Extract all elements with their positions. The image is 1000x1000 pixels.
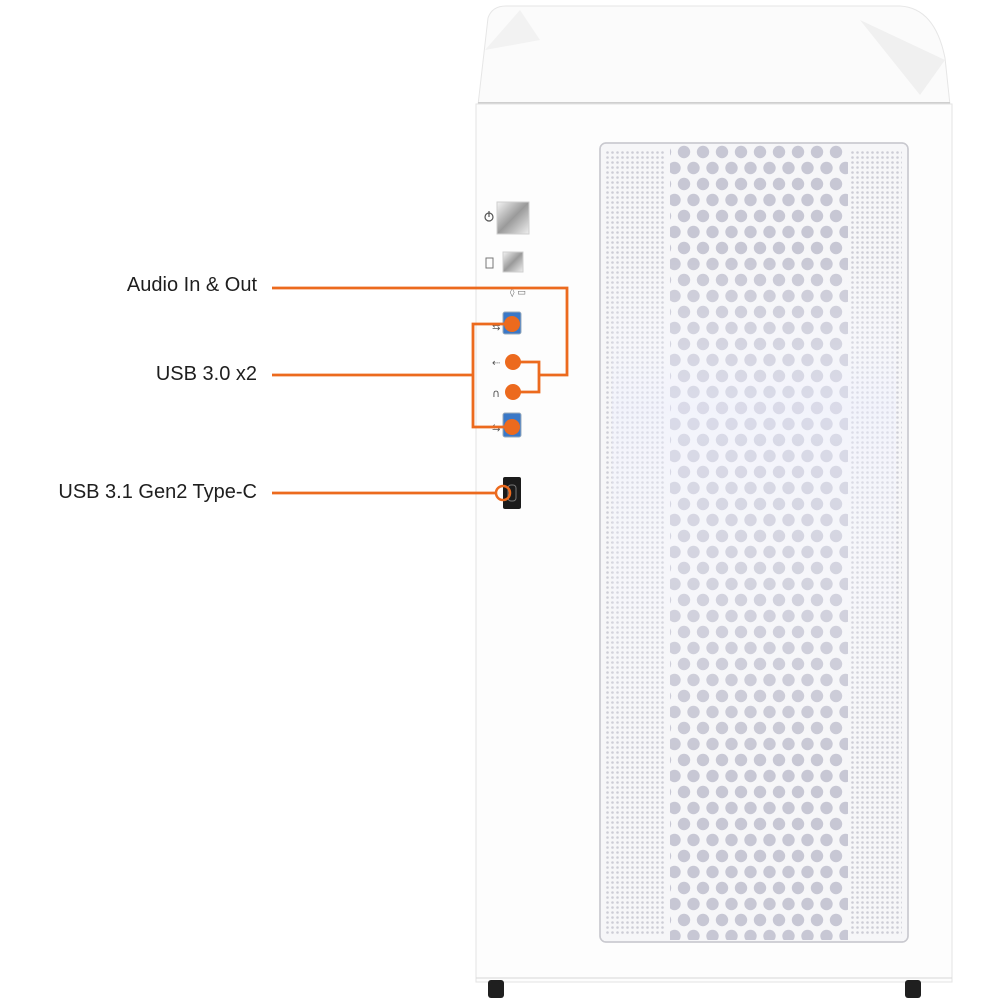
mic-marker <box>505 354 521 370</box>
power-icon <box>484 211 494 222</box>
usb-icon: ⇆ <box>492 423 500 434</box>
callout-label-audio: Audio In & Out <box>126 274 257 296</box>
front-mesh-panel <box>599 142 909 943</box>
callout-label-usb30: USB 3.0 x2 <box>155 363 257 385</box>
usb-c-marker <box>494 484 512 502</box>
microphone-icon: ⇠ <box>492 358 501 369</box>
top-handle <box>477 5 951 106</box>
callout-dots <box>494 316 521 502</box>
headphone-marker <box>505 384 521 400</box>
usb-c-icon <box>507 484 517 502</box>
reset-icon <box>485 257 494 269</box>
usb-top-marker <box>504 316 520 332</box>
callout-label-usbc: USB 3.1 Gen2 Type-C <box>58 481 257 503</box>
usb-c-port[interactable] <box>503 477 521 509</box>
indicator-icons: ◊ ▭ <box>510 287 526 298</box>
usb-icon: ⇆ <box>492 322 500 333</box>
headphone-icon: ∩ <box>492 387 500 400</box>
power-button[interactable] <box>496 201 530 235</box>
case-feet <box>488 980 921 998</box>
usb-bottom-marker <box>504 419 520 435</box>
callout-lines <box>272 286 569 495</box>
reset-button[interactable] <box>502 251 524 273</box>
